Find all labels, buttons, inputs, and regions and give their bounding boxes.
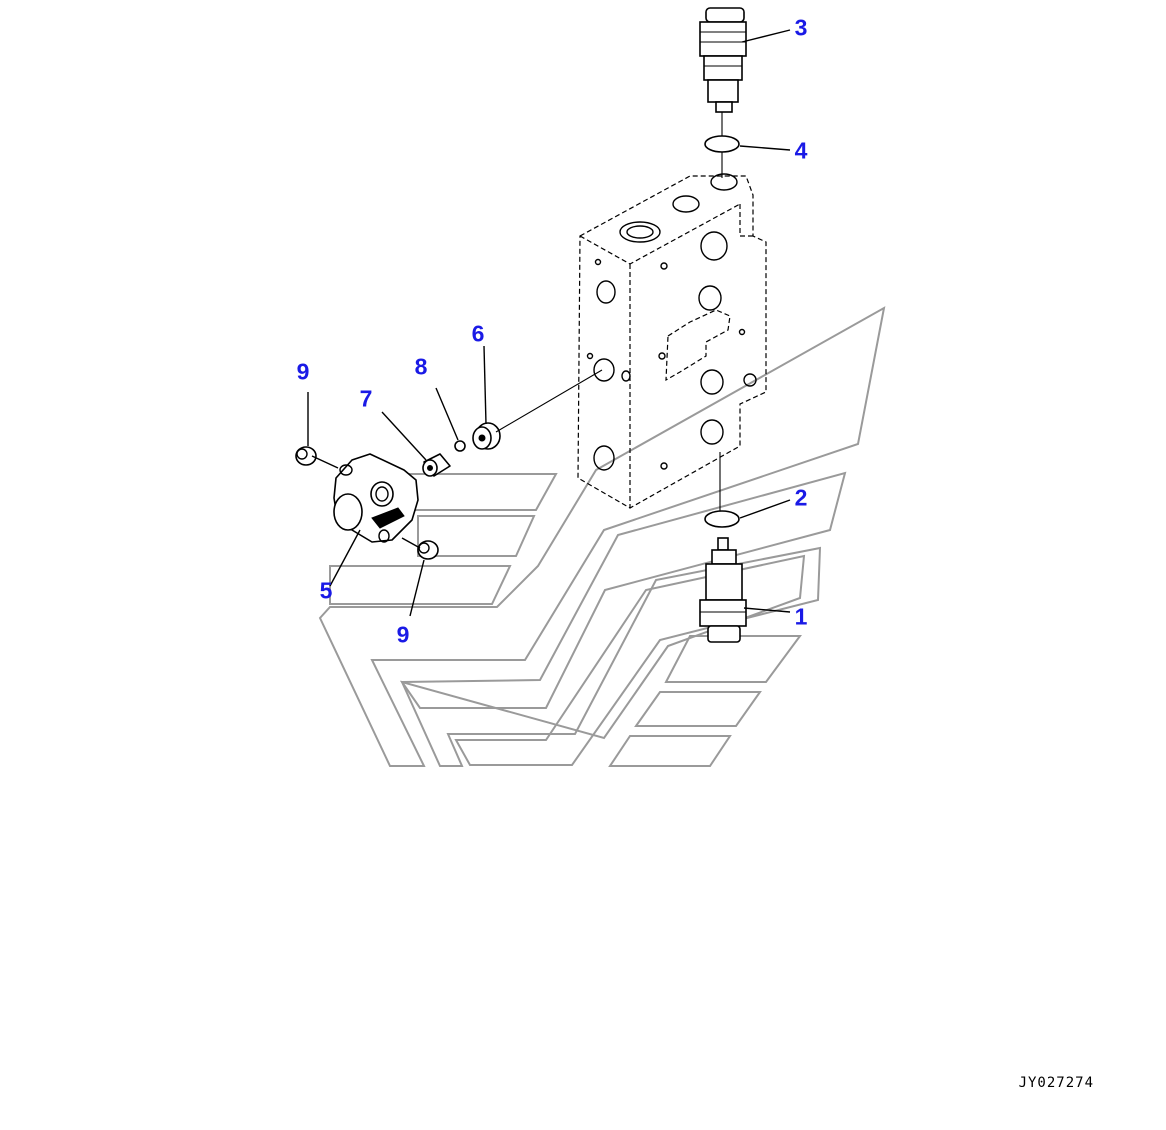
callout-8: 8: [414, 353, 428, 380]
port-side-4: [700, 419, 724, 445]
part-1-base: [707, 625, 741, 643]
port-top-right: [710, 173, 738, 191]
bolt-hole-1: [660, 262, 668, 270]
leader-1: [743, 607, 791, 613]
valve-block-outline: [577, 175, 767, 509]
bolt-hole-2: [658, 352, 666, 360]
callout-2: 2: [794, 484, 808, 511]
part-5-port-right: [370, 481, 394, 507]
part-2-o-ring: [704, 510, 740, 528]
bolt-hole-6: [738, 328, 746, 336]
callout-7: 7: [359, 385, 373, 412]
part-9-plug-upper: [295, 446, 317, 466]
port-side-3: [700, 369, 724, 395]
leader-5: [329, 529, 361, 587]
part-1-body-mid: [699, 599, 747, 627]
watermark-block-1: [407, 473, 558, 511]
callout-6: 6: [471, 320, 485, 347]
callout-3: 3: [794, 14, 808, 41]
watermark-block-5: [634, 691, 762, 727]
bolt-hole-5: [586, 352, 594, 360]
leader-9-lower-to-housing: [401, 537, 421, 549]
callout-4: 4: [794, 137, 808, 164]
watermark-block-6: [608, 735, 732, 767]
part-9-plug-lower: [417, 540, 439, 560]
port-right-small: [743, 373, 757, 387]
leader-9-lower: [409, 559, 425, 617]
callout-1: 1: [794, 603, 808, 630]
watermark-stripe-outer: [318, 306, 886, 767]
port-top-large-inner: [626, 225, 654, 239]
part-5-shadow: [371, 507, 405, 529]
port-front-1: [596, 280, 616, 304]
port-top-large: [619, 221, 661, 243]
part-1-tip: [717, 537, 729, 551]
leader-8: [435, 387, 459, 441]
assembly-axis-line: [495, 369, 603, 433]
part-3-tip: [715, 101, 733, 113]
bolt-hole-3: [660, 462, 668, 470]
port-side-2: [698, 285, 722, 311]
valve-block-channel: [665, 309, 731, 382]
port-top-mid: [672, 195, 700, 213]
part-1-neck: [711, 549, 737, 565]
leader-3: [741, 29, 791, 43]
port-front-3: [593, 445, 615, 471]
port-front-small: [621, 370, 631, 382]
watermark-stripe-top: [400, 471, 847, 709]
part-1-valve: [699, 537, 747, 643]
leader-lines: [307, 29, 791, 617]
part-5-port-bottom: [378, 529, 390, 543]
part-5-port-front: [333, 493, 363, 531]
watermark-block-3: [329, 565, 512, 605]
part-7-sleeve: [422, 453, 451, 477]
part-6-spacer: [472, 422, 501, 450]
port-side-1: [700, 231, 728, 261]
leader-7: [381, 411, 427, 461]
callout-9-lower: 9: [396, 621, 410, 648]
watermark-stripe-middle: [400, 546, 822, 767]
valve-block-right-step: [739, 204, 753, 237]
part-4-o-ring: [704, 135, 740, 153]
bolt-hole-4: [594, 258, 602, 266]
part-8-ball: [454, 440, 466, 452]
part-5-housing: [333, 453, 419, 543]
leader-6: [483, 345, 487, 425]
part-3-body-mid: [703, 55, 743, 81]
port-front-2: [593, 358, 615, 382]
callout-5: 5: [319, 577, 333, 604]
watermark-block-4: [664, 635, 802, 683]
part-5-port-right-inner: [375, 486, 389, 502]
callout-9-upper: 9: [296, 358, 310, 385]
part-3-valve: [699, 7, 747, 136]
watermark-logo: [318, 306, 886, 767]
part-3-body-lower: [707, 79, 739, 103]
part-3-body-upper: [699, 21, 747, 57]
drawing-code: JY027274: [1018, 1075, 1094, 1091]
watermark-block-2: [417, 515, 536, 557]
valve-block: [577, 173, 767, 509]
part-5-port-top: [339, 464, 353, 476]
leader-4: [739, 145, 791, 151]
part-1-body-upper: [705, 563, 743, 601]
leader-2: [739, 499, 791, 519]
part-3-cap: [705, 7, 745, 23]
leader-9-upper-to-housing: [311, 455, 339, 469]
